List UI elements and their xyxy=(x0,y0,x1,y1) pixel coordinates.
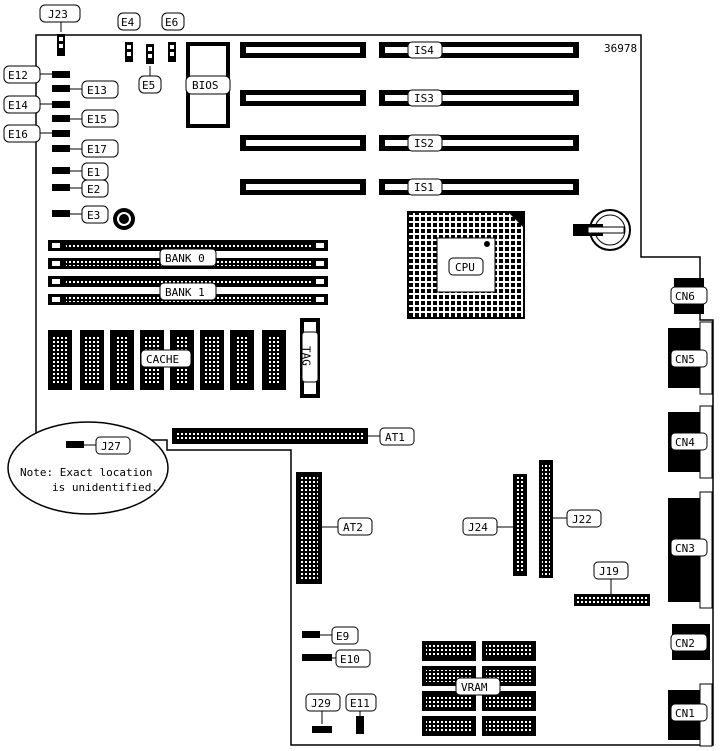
jumper-e6: E6 xyxy=(161,12,185,62)
connector-cn1: CN1 xyxy=(668,683,713,747)
label-cn3: CN3 xyxy=(675,542,695,555)
slot-is2: IS2 xyxy=(379,134,579,152)
label-e5: E5 xyxy=(142,79,155,92)
label-e12: E12 xyxy=(8,69,28,82)
vram-chips: VRAM xyxy=(422,641,536,736)
label-cn2: CN2 xyxy=(675,637,695,650)
label-cache: CACHE xyxy=(146,353,179,366)
oscillator-component xyxy=(113,208,135,230)
label-vram: VRAM xyxy=(461,681,488,694)
label-e17: E17 xyxy=(87,143,107,156)
jumper-e14: E14 xyxy=(3,95,70,114)
slot-is4: IS4 xyxy=(379,41,579,59)
label-e11: E11 xyxy=(350,697,370,710)
label-e9: E9 xyxy=(336,630,349,643)
cache-chips: CACHE xyxy=(48,330,286,390)
jumper-e17: E17 xyxy=(52,139,119,158)
jumper-e13: E13 xyxy=(52,80,119,99)
jumper-e15: E15 xyxy=(52,109,119,128)
label-e3: E3 xyxy=(87,209,100,222)
label-cn1: CN1 xyxy=(675,707,695,720)
label-e6: E6 xyxy=(165,16,178,29)
label-j23: J23 xyxy=(48,8,68,21)
jumper-e3: E3 xyxy=(52,205,109,224)
battery xyxy=(573,209,631,251)
label-e15: E15 xyxy=(87,113,107,126)
slot-is3: IS3 xyxy=(379,89,579,107)
label-bank1: BANK 1 xyxy=(165,286,205,299)
jumper-e4: E4 xyxy=(117,12,141,62)
label-cn6: CN6 xyxy=(675,290,695,303)
connector-at1: AT1 xyxy=(172,427,415,446)
label-e14: E14 xyxy=(8,99,28,112)
jumper-e9: E9 xyxy=(302,626,359,645)
label-cn5: CN5 xyxy=(675,353,695,366)
label-j27: J27 xyxy=(101,440,121,453)
jumper-e11: E11 xyxy=(345,693,377,734)
bios-chip: BIOS xyxy=(185,42,231,128)
jumper-e2: E2 xyxy=(52,179,109,198)
header-j22: J22 xyxy=(539,460,602,578)
label-j24: J24 xyxy=(468,521,488,534)
label-bios: BIOS xyxy=(192,79,219,92)
label-e16: E16 xyxy=(8,128,28,141)
label-at2: AT2 xyxy=(343,521,363,534)
tag-socket: TAG xyxy=(300,318,320,398)
label-j29: J29 xyxy=(311,697,331,710)
label-tag: TAG xyxy=(300,346,313,366)
note-line2: is unidentified. xyxy=(52,481,158,494)
j27-note-bubble: J27 Note: Exact location is unidentified… xyxy=(7,421,169,515)
label-is2: IS2 xyxy=(414,137,434,150)
jumper-j29: J29 xyxy=(305,693,341,733)
label-is1: IS1 xyxy=(414,181,434,194)
label-j22: J22 xyxy=(572,513,592,526)
board-outline xyxy=(35,34,714,746)
label-cpu: CPU xyxy=(455,261,475,274)
cpu-socket: CPU xyxy=(407,211,525,319)
header-j24: J24 xyxy=(462,474,527,576)
label-is3: IS3 xyxy=(414,92,434,105)
jumper-e12: E12 xyxy=(3,65,70,84)
label-bank0: BANK 0 xyxy=(165,252,205,265)
isa-slots-left xyxy=(240,42,366,195)
connector-cn4: CN4 xyxy=(668,405,713,479)
label-e10: E10 xyxy=(340,653,360,666)
board-number: 36978 xyxy=(604,42,637,55)
header-j19: J19 xyxy=(574,561,650,606)
connector-cn5: CN5 xyxy=(668,321,713,395)
connector-cn2: CN2 xyxy=(670,624,710,660)
label-e2: E2 xyxy=(87,183,100,196)
connector-cn3: CN3 xyxy=(668,491,713,609)
label-e1: E1 xyxy=(87,166,100,179)
label-j19: J19 xyxy=(599,565,619,578)
label-at1: AT1 xyxy=(385,431,405,444)
jumper-e10: E10 xyxy=(302,649,371,668)
label-e13: E13 xyxy=(87,84,107,97)
slot-is1: IS1 xyxy=(379,178,579,196)
jumper-e1: E1 xyxy=(52,162,109,181)
jumper-j23: J23 xyxy=(39,4,81,56)
jumper-e5: E5 xyxy=(138,44,162,94)
label-cn4: CN4 xyxy=(675,436,695,449)
jumper-e16: E16 xyxy=(3,124,70,143)
note-line1: Note: Exact location xyxy=(20,466,152,479)
label-is4: IS4 xyxy=(414,44,434,57)
connector-at2: AT2 xyxy=(296,472,373,584)
memory-bank-1: BANK 1 xyxy=(48,276,328,305)
memory-bank-0: BANK 0 xyxy=(48,240,328,269)
connector-cn6: CN6 xyxy=(670,278,708,314)
label-e4: E4 xyxy=(121,16,135,29)
